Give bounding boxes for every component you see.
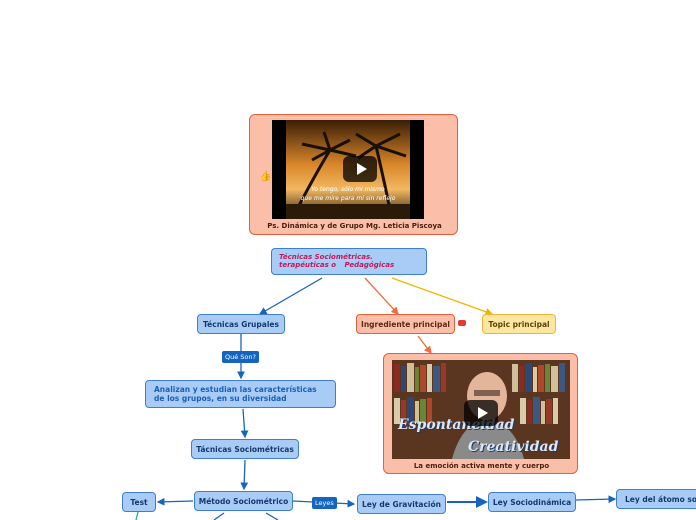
play-icon — [356, 163, 367, 175]
central-line-1: Técnicas Sociométricas. — [279, 253, 373, 261]
connector-tacnicas-metodo — [240, 459, 249, 491]
play-button[interactable] — [343, 156, 377, 182]
emotion-video-caption: La emoción activa mente y cuerpo — [413, 462, 550, 470]
thumbs-up-icon: 👍 — [259, 171, 272, 182]
youtube-icon — [458, 320, 466, 326]
top-video-card: 👍 Y — [249, 114, 458, 235]
connector-metodo-child-left — [213, 512, 225, 520]
play-icon — [477, 407, 488, 419]
connector-ingrediente-video — [417, 335, 432, 355]
connector-metodo-test — [156, 497, 194, 506]
video-subtitle-1: Yo tengo, sólo mi mismo — [311, 186, 385, 193]
central-topic-node[interactable]: Técnicas Sociométricas. terapéuticas o P… — [271, 248, 427, 275]
tacnicas-sociometricas-node[interactable]: Tácnicas Sociométricas — [191, 439, 299, 459]
video-subtitle-2: que me mire para mí sin reflejo — [300, 195, 396, 202]
ley-gravitacion-node[interactable]: Ley de Gravitación — [357, 494, 446, 514]
central-line-2: terapéuticas o — [279, 261, 337, 269]
connector-sociodinamica-atomo — [575, 495, 617, 504]
metodo-sociometrico-node[interactable]: Método Sociométrico — [194, 491, 293, 511]
que-son-label: Qué Son? — [222, 351, 259, 363]
connector-central-ingrediente — [364, 277, 399, 315]
topic-principal-node[interactable]: Topic principal — [482, 314, 556, 334]
overlay-creatividad: Creatividad — [468, 439, 559, 455]
connector-central-grupales — [258, 277, 323, 315]
play-button-2[interactable] — [464, 400, 498, 426]
connector-central-topic — [391, 277, 494, 316]
analizan-node[interactable]: Analizan y estudian las características … — [145, 380, 336, 408]
connector-analizan-tacnicas — [240, 408, 249, 439]
connector-metodo-child-right — [265, 512, 279, 520]
ley-sociodinamica-node[interactable]: Ley Sociodinámica — [488, 492, 576, 512]
central-line-3: Pedagógicas — [344, 261, 395, 269]
top-video-player[interactable]: Yo tengo, sólo mi mismo que me mire para… — [272, 120, 424, 219]
ley-atomo-node[interactable]: Ley del átomo soci — [616, 489, 696, 509]
leyes-label: Leyes — [312, 497, 337, 509]
ingrediente-principal-node[interactable]: Ingrediente principal — [356, 314, 455, 334]
emotion-video-player[interactable]: Espontaneidad Creatividad — [392, 360, 570, 459]
tecnicas-grupales-node[interactable]: Técnicas Grupales — [197, 314, 285, 334]
emotion-video-card: Espontaneidad Creatividad La emoción act… — [383, 353, 578, 474]
connector-test-child — [135, 511, 139, 520]
test-node[interactable]: Test — [122, 492, 156, 512]
top-card-caption: Ps. Dinámica y de Grupo Mg. Leticia Pisc… — [267, 222, 442, 230]
